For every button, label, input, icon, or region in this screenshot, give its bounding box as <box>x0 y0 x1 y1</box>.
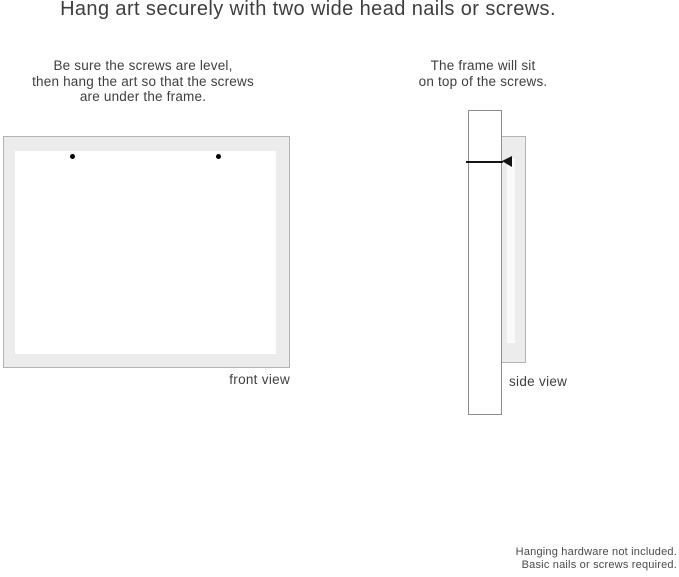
front-view-frame <box>3 136 290 368</box>
front-view-instruction-line: Be sure the screws are level, <box>53 58 233 73</box>
front-view-label: front view <box>229 372 290 387</box>
side-view-instruction: The frame will sit on top of the screws. <box>413 58 553 89</box>
side-view-frame-inner-area <box>507 158 515 343</box>
nail-head-icon <box>502 156 512 167</box>
footer-note-line: Basic nails or screws required. <box>521 558 677 571</box>
front-view-instruction: Be sure the screws are level, then hang … <box>23 58 263 105</box>
side-view-instruction-line: on top of the screws. <box>418 73 548 89</box>
screw-dot-left <box>70 154 75 159</box>
side-view-frame-profile <box>499 136 526 363</box>
page-title: Hang art securely with two wide head nai… <box>60 0 556 20</box>
side-view-wall <box>468 110 502 415</box>
screw-dot-right <box>216 154 221 159</box>
front-view-instruction-line: then hang the art so that the screws <box>32 73 254 89</box>
front-view-instruction-line: are under the frame. <box>79 89 207 104</box>
footer-note: Hanging hardware not included. Basic nai… <box>516 546 677 571</box>
nail-shaft-icon <box>466 161 503 163</box>
footer-note-line: Hanging hardware not included. <box>515 546 677 558</box>
side-view-instruction-line: The frame will sit <box>430 58 536 73</box>
side-view-label: side view <box>509 374 568 389</box>
front-view-frame-inner-area <box>15 151 276 354</box>
